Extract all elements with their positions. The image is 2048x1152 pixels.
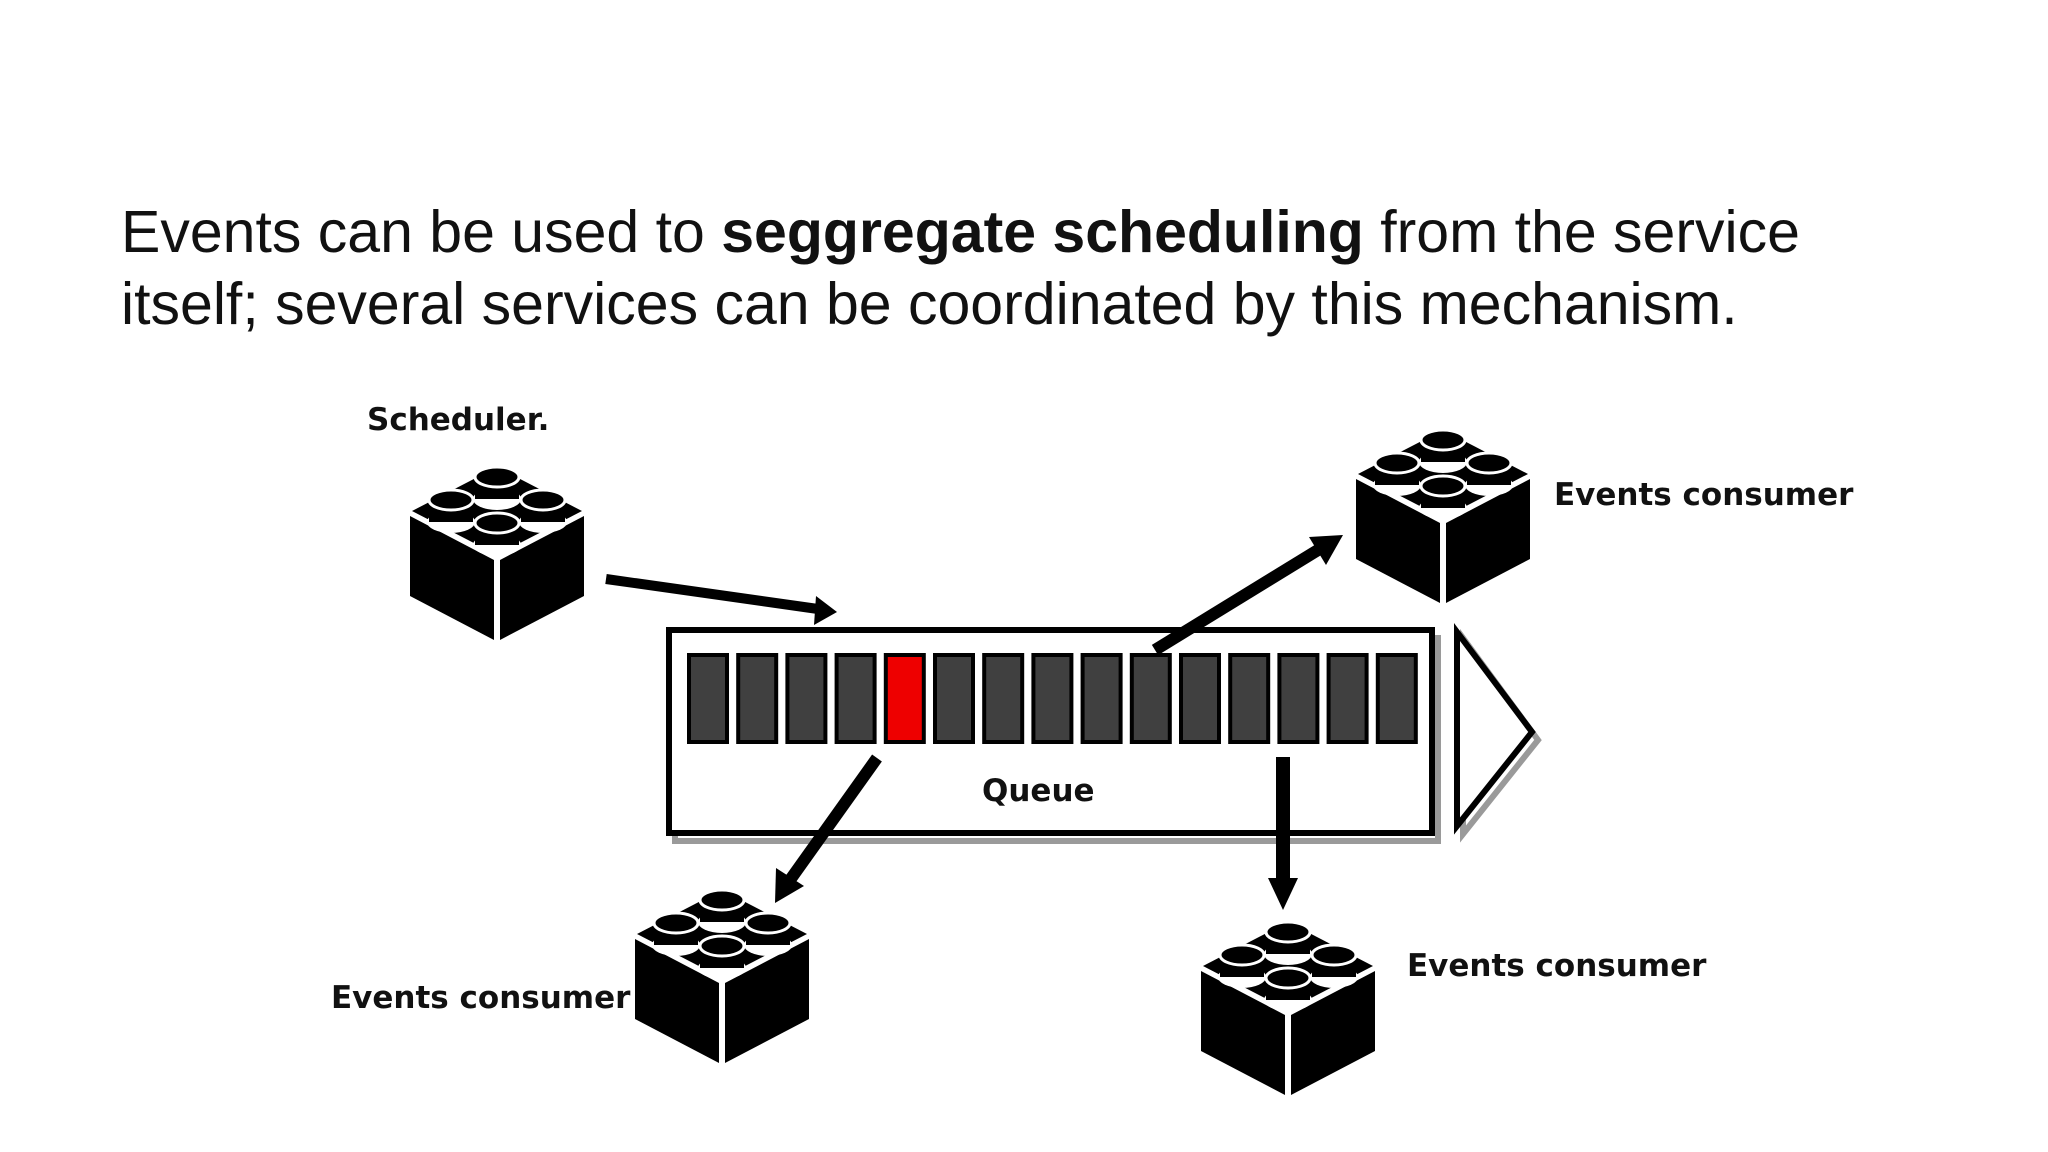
consumer-label-top: Events consumer bbox=[1554, 477, 1854, 513]
queue-slot bbox=[1375, 653, 1418, 744]
consumer-brick-icon bbox=[633, 888, 811, 1065]
queue-slot bbox=[1080, 653, 1123, 744]
queue-slot bbox=[1277, 653, 1320, 744]
arrows bbox=[605, 535, 1343, 910]
consumer-label-right: Events consumer bbox=[1407, 948, 1707, 984]
queue-slot bbox=[1031, 653, 1074, 744]
queue-slot bbox=[1179, 653, 1221, 744]
queue-slot bbox=[834, 653, 877, 744]
consumer-brick-icon bbox=[1199, 920, 1377, 1097]
queue-slot bbox=[736, 653, 779, 744]
queue-slots bbox=[687, 653, 1418, 744]
headline-suffix: from the service itself; several service… bbox=[121, 199, 1800, 337]
queue-slot-highlighted bbox=[883, 653, 926, 744]
queue-slot bbox=[933, 653, 975, 744]
queue-slot bbox=[1129, 653, 1172, 744]
queue-slot bbox=[785, 653, 828, 744]
queue-slot bbox=[982, 653, 1025, 744]
queue-label: Queue bbox=[982, 773, 1095, 809]
queue-slot bbox=[1326, 653, 1369, 744]
scheduler-to-queue-arrow bbox=[605, 574, 819, 614]
scheduler-brick-icon bbox=[408, 465, 586, 642]
headline-bold: seggregate scheduling bbox=[721, 199, 1364, 265]
queue-direction-arrow bbox=[1454, 623, 1536, 835]
consumer-brick-icon bbox=[1354, 428, 1532, 605]
queue-slot bbox=[687, 653, 729, 744]
queue-to-left-consumer-arrow bbox=[785, 754, 882, 884]
queue-to-top-consumer-arrow bbox=[1151, 544, 1322, 656]
queue-slot bbox=[1228, 653, 1271, 744]
scheduler-label: Scheduler. bbox=[367, 402, 550, 438]
consumer-label-left: Events consumer bbox=[331, 980, 631, 1016]
headline-prefix: Events can be used to bbox=[121, 199, 722, 265]
headline: Events can be used to seggregate schedul… bbox=[121, 196, 1921, 340]
